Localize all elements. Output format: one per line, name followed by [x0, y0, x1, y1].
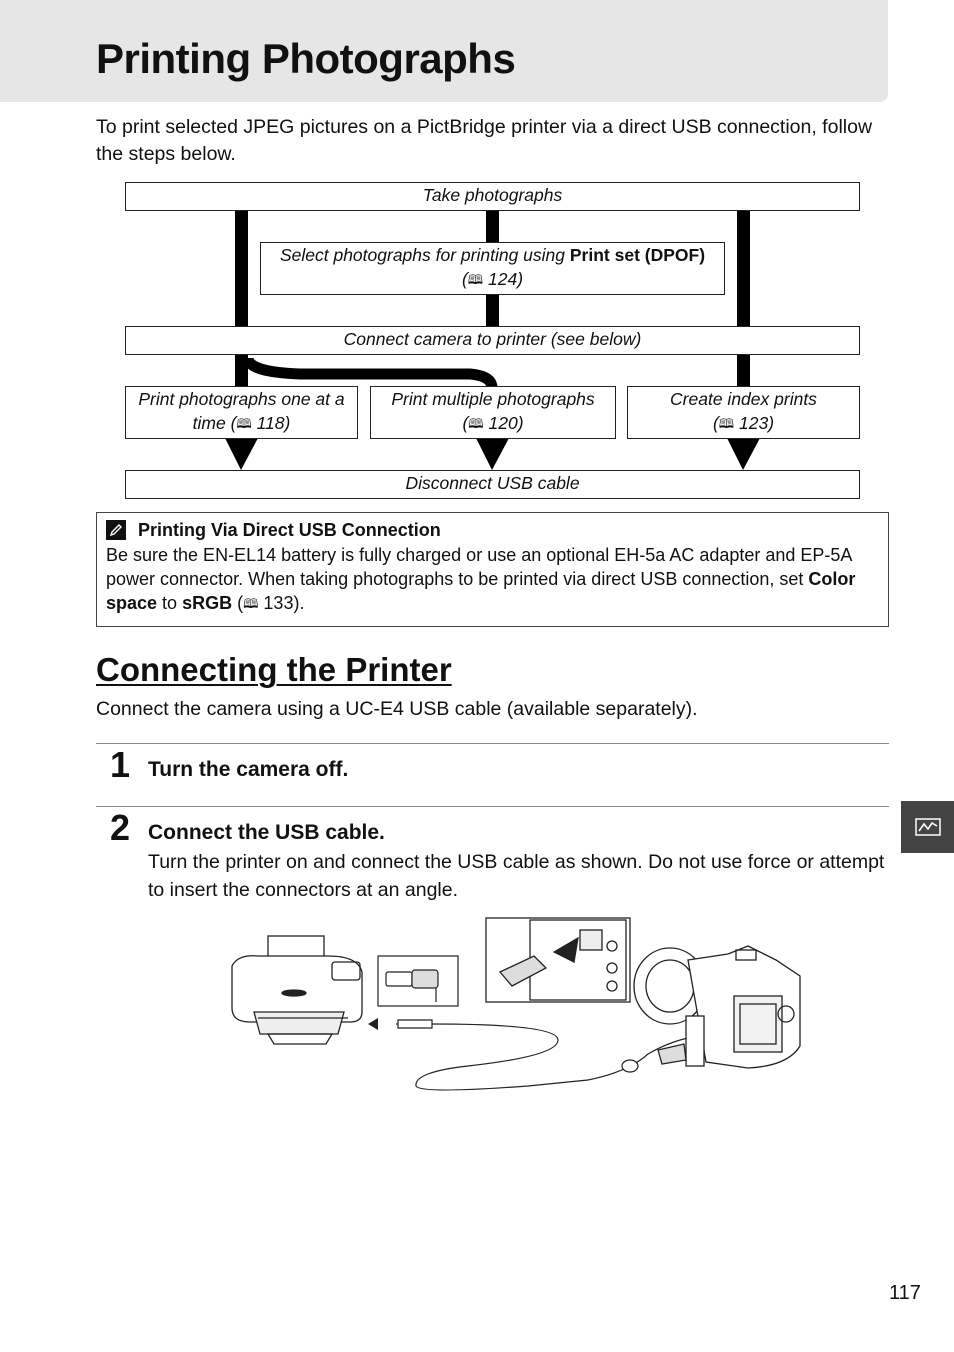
- usb-connection-illustration: [231, 917, 801, 1091]
- flow-take-label: Take photographs: [422, 185, 563, 205]
- arrow-center: [476, 438, 509, 470]
- printer-illustration: [231, 935, 363, 1045]
- step-1-heading: Turn the camera off.: [148, 758, 349, 781]
- book-reference-icon: 🕮: [718, 416, 735, 431]
- pencil-icon: [106, 520, 126, 540]
- flow-select-ref: 124: [488, 269, 518, 289]
- flow-box-disconnect: Disconnect USB cable: [125, 470, 860, 499]
- flow-bar-right-lower: [737, 354, 750, 386]
- note-color-space: Color space: [106, 569, 856, 613]
- page-title: Printing Photographs: [96, 35, 516, 82]
- flow-multiple-ref: 120: [488, 413, 518, 433]
- arrow-right: [727, 438, 760, 470]
- flow-index-label: Create index prints: [670, 389, 817, 409]
- flow-one-label: Print photographs one at a time: [138, 389, 345, 433]
- flow-box-take-photographs: Take photographs: [125, 182, 860, 211]
- step-2-number: 2: [110, 807, 131, 848]
- flow-multiple-label: Print multiple photographs: [391, 389, 595, 409]
- book-reference-icon: 🕮: [243, 596, 259, 611]
- flow-bar-center-mid: [486, 294, 499, 326]
- printer-arrow: [368, 1018, 378, 1030]
- page-number: 117: [889, 1282, 921, 1304]
- step-divider-2: [96, 806, 889, 807]
- book-reference-icon: 🕮: [467, 272, 484, 287]
- step-1-number: 1: [110, 744, 131, 785]
- note-text-2: to: [157, 593, 183, 613]
- intro-paragraph: To print selected JPEG pictures on a Pic…: [96, 116, 873, 165]
- chapter-side-tab[interactable]: [901, 801, 954, 853]
- flow-index-ref: 123: [739, 413, 769, 433]
- flow-box-select-photographs: Select photographs for printing using Pr…: [260, 242, 725, 295]
- step-2-body: Turn the printer on and connect the USB …: [148, 851, 885, 901]
- camera-port-inset: [485, 917, 631, 1003]
- note-title: Printing Via Direct USB Connection: [138, 519, 441, 540]
- usb-cable: [396, 1023, 699, 1091]
- step-divider-1: [96, 743, 889, 744]
- flow-one-ref: 118: [256, 413, 285, 433]
- section-subtitle: Connect the camera using a UC-E4 USB cab…: [96, 698, 698, 720]
- note-text-4: ).: [293, 593, 305, 613]
- arrow-left: [225, 438, 258, 470]
- camera-illustration: [633, 945, 801, 1069]
- book-reference-icon: 🕮: [468, 416, 484, 431]
- note-body: Be sure the EN-EL14 battery is fully cha…: [106, 543, 881, 617]
- flow-select-bold: Print set (DPOF): [569, 245, 706, 265]
- note-text-3: (: [232, 593, 244, 613]
- title-band: [0, 0, 888, 102]
- flow-box-one-at-a-time: Print photographs one at a time (🕮 118): [125, 386, 358, 439]
- flow-bar-left-upper: [235, 210, 248, 326]
- note-srgb: sRGB: [182, 593, 233, 613]
- connection-icon: [914, 818, 941, 836]
- flow-bar-center-upper: [486, 210, 499, 242]
- flow-box-multiple: Print multiple photographs (🕮 120): [370, 386, 616, 439]
- note-ref: 133: [263, 593, 294, 613]
- flow-box-connect: Connect camera to printer (see below): [125, 326, 860, 355]
- flow-connect-label: Connect camera to printer (see below): [343, 329, 642, 349]
- flow-box-index: Create index prints (🕮 123): [627, 386, 860, 439]
- flow-select-text: Select photographs for printing using: [279, 245, 570, 265]
- insert-arrow: [552, 936, 579, 963]
- step-2-heading: Connect the USB cable.: [148, 821, 385, 844]
- note-box: Printing Via Direct USB Connection Be su…: [96, 512, 889, 627]
- usb-plug-inset: [377, 955, 459, 1007]
- section-title: Connecting the Printer: [96, 651, 452, 688]
- note-title-row: Printing Via Direct USB Connection: [106, 518, 441, 542]
- flow-bar-right-upper: [737, 210, 750, 326]
- note-text-1: Be sure the EN-EL14 battery is fully cha…: [106, 545, 852, 589]
- flow-disconnect-label: Disconnect USB cable: [405, 473, 580, 493]
- flow-bar-left-lower: [235, 354, 248, 386]
- book-reference-icon: 🕮: [236, 416, 252, 431]
